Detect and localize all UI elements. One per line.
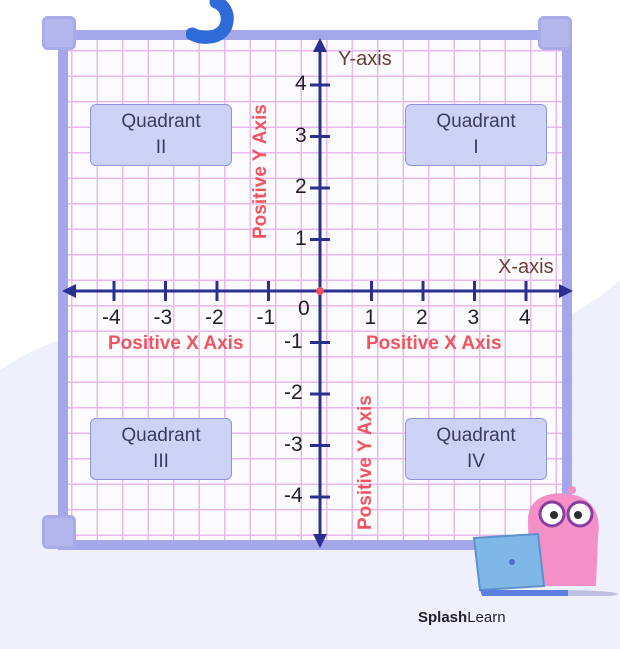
- frame-corner-bottom-left: [42, 515, 76, 549]
- x-tick-label: 3: [467, 306, 480, 329]
- y-tick-label: -1: [284, 329, 303, 353]
- frame-corner-top-left: [42, 16, 76, 50]
- quadrant-word: Quadrant: [121, 425, 201, 446]
- y-tick-label: -4: [284, 484, 303, 507]
- y-tick-label: -3: [284, 432, 303, 456]
- y-tick-label: 1: [295, 226, 307, 250]
- brand-light: Learn: [467, 609, 506, 626]
- y-tick-label: 2: [295, 175, 307, 198]
- quadrant-i-box: Quadrant I: [405, 104, 547, 166]
- x-tick-label: -3: [153, 306, 173, 329]
- y-axis-arrow-top: [313, 38, 327, 52]
- positive-y-axis-label-upper: Positive Y Axis: [250, 104, 271, 239]
- quadrant-numeral: I: [473, 137, 479, 158]
- quadrant-ii-box: Quadrant II: [90, 104, 232, 166]
- x-tick-label: -2: [205, 306, 224, 329]
- quadrant-word: Quadrant: [436, 425, 516, 446]
- x-tick-label: 4: [519, 306, 531, 329]
- y-axis-name: Y-axis: [338, 48, 392, 70]
- x-axis-name: X-axis: [498, 256, 554, 278]
- quadrant-iii-box: Quadrant III: [90, 418, 232, 480]
- y-axis-arrow-bottom: [313, 534, 327, 548]
- frame-corner-top-right: [538, 16, 572, 50]
- positive-x-axis-label-right: Positive X Axis: [366, 333, 502, 354]
- x-axis-arrow-left: [62, 284, 76, 298]
- origin-label: 0: [298, 297, 310, 320]
- y-tick-label: 3: [295, 123, 307, 147]
- x-tick-label: -1: [256, 306, 276, 329]
- x-tick-label: -4: [102, 306, 121, 329]
- quadrant-word: Quadrant: [436, 111, 516, 132]
- quadrant-numeral: IV: [467, 451, 485, 472]
- quadrant-word: Quadrant: [121, 111, 201, 132]
- axis-ticks: [112, 83, 528, 499]
- y-tick-label: -2: [284, 381, 303, 404]
- y-tick-label: 4: [295, 72, 307, 95]
- x-tick-label: 1: [364, 306, 377, 329]
- x-axis-arrow-right: [559, 284, 573, 298]
- positive-y-axis-label-lower: Positive Y Axis: [355, 395, 376, 530]
- quadrant-iv-box: Quadrant IV: [405, 418, 547, 480]
- x-tick-label: 2: [416, 306, 428, 329]
- quadrant-numeral: III: [153, 451, 169, 472]
- brand-bold: Splash: [418, 609, 468, 626]
- blue-clip-decoration: [186, 0, 234, 44]
- brand-logo: SplashLearn: [418, 609, 506, 626]
- mascot-with-laptop: [472, 486, 618, 596]
- origin-dot: [316, 287, 324, 295]
- quadrant-numeral: II: [155, 137, 167, 158]
- positive-x-axis-label-left: Positive X Axis: [108, 333, 244, 354]
